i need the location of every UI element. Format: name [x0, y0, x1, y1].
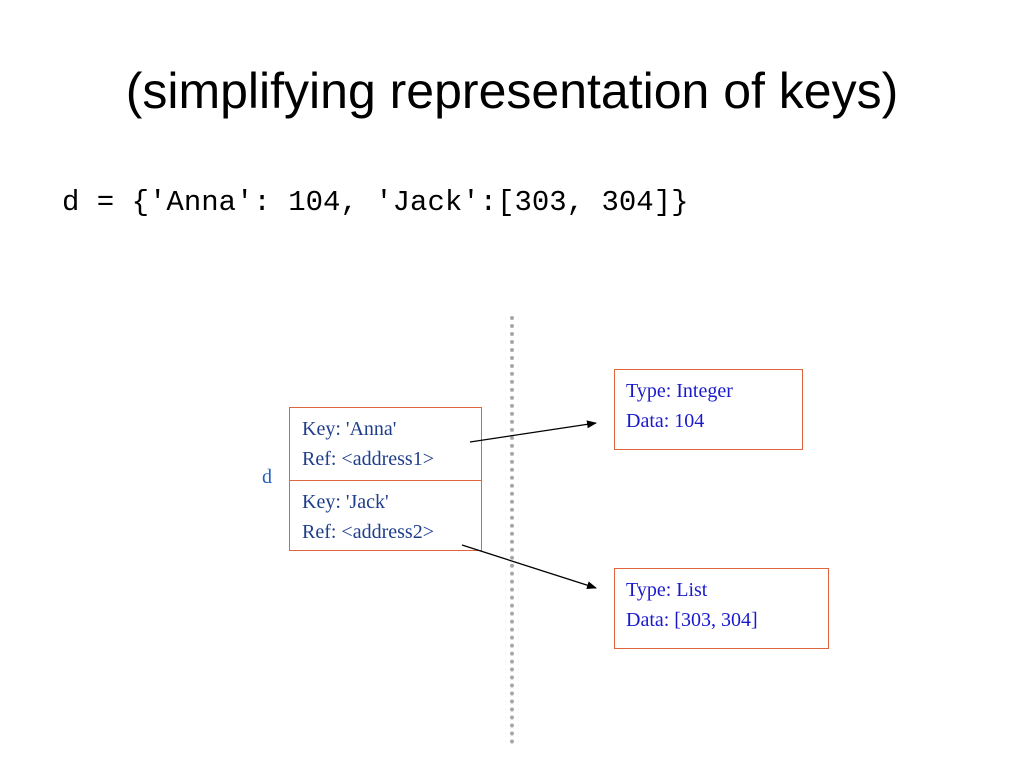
code-line: d = {'Anna': 104, 'Jack':[303, 304]}: [62, 186, 689, 219]
entry-ref: Ref: <address2>: [302, 521, 434, 543]
entry-key: Key: 'Anna': [302, 418, 397, 440]
memory-divider: [510, 316, 514, 744]
object-type: Type: Integer: [626, 380, 733, 402]
arrow-address2: [461, 544, 597, 590]
entry-ref: Ref: <address1>: [302, 448, 434, 470]
dict-variable-label: d: [262, 466, 272, 488]
slide-title: (simplifying representation of keys): [125, 63, 899, 119]
object-list: Type: List Data: [303, 304]: [614, 568, 829, 649]
object-data: Data: 104: [626, 410, 705, 432]
object-type: Type: List: [626, 579, 708, 601]
entry-key: Key: 'Jack': [302, 491, 389, 513]
object-integer: Type: Integer Data: 104: [614, 369, 803, 450]
object-data: Data: [303, 304]: [626, 609, 758, 631]
arrow-address1: [469, 420, 597, 443]
dict-entry-jack: Key: 'Jack' Ref: <address2>: [289, 480, 482, 551]
